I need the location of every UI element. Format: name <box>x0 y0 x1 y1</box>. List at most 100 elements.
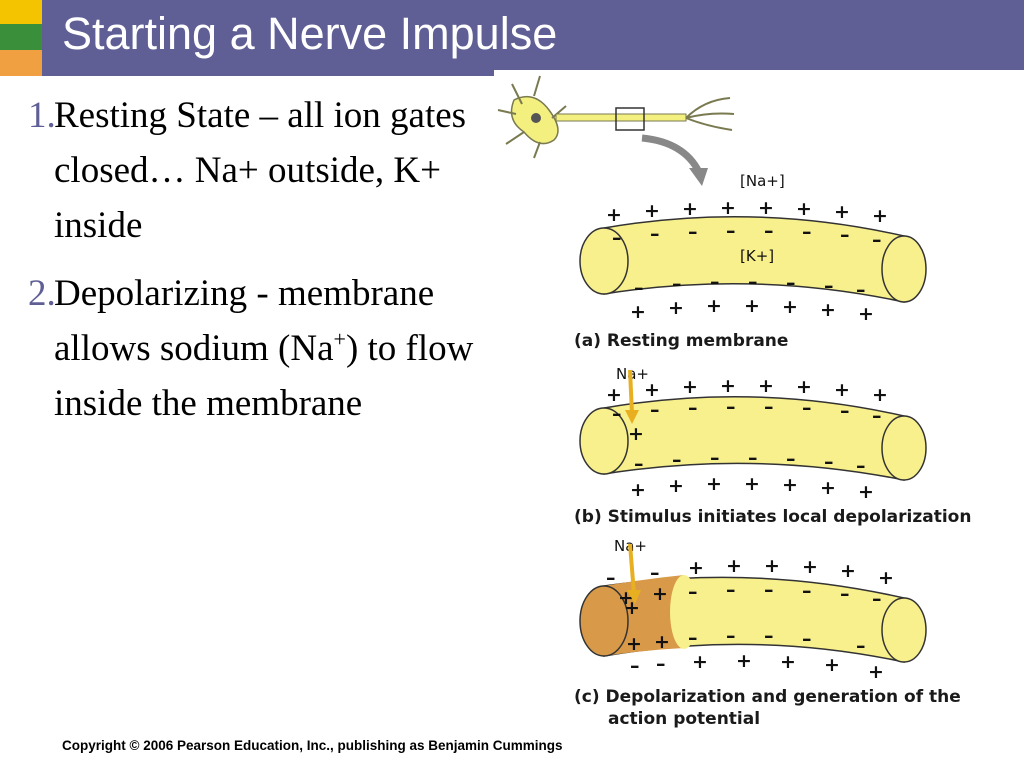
svg-text:+: + <box>834 379 850 401</box>
svg-text:–: – <box>612 403 622 425</box>
svg-text:–: – <box>726 220 736 242</box>
svg-text:+: + <box>624 597 640 619</box>
svg-text:+: + <box>630 479 646 501</box>
svg-text:+: + <box>834 201 850 223</box>
svg-text:–: – <box>748 271 758 293</box>
svg-text:+: + <box>878 567 894 589</box>
svg-text:–: – <box>786 448 796 470</box>
svg-text:–: – <box>650 399 660 421</box>
bullet-text: Resting State – all ion gates closed… Na… <box>54 95 467 246</box>
caption-b: (b) Stimulus initiates local depolarizat… <box>574 507 971 527</box>
svg-text:+: + <box>840 560 856 582</box>
svg-text:+: + <box>692 651 708 673</box>
outside-na-label: [Na+] <box>740 172 785 190</box>
svg-text:+: + <box>626 633 642 655</box>
caption-c-line2: action potential <box>608 709 760 729</box>
caption-a: (a) Resting membrane <box>574 331 788 351</box>
svg-text:–: – <box>710 271 720 293</box>
svg-text:–: – <box>786 272 796 294</box>
svg-text:–: – <box>630 655 640 677</box>
svg-text:–: – <box>802 580 812 602</box>
svg-text:+: + <box>872 384 888 406</box>
svg-text:–: – <box>856 279 866 301</box>
svg-text:+: + <box>824 654 840 676</box>
svg-text:+: + <box>868 661 884 683</box>
svg-text:–: – <box>634 277 644 299</box>
svg-text:+: + <box>668 475 684 497</box>
svg-text:+: + <box>644 200 660 222</box>
panel-a-resting: [Na+] ++++++++ –––––––– [K+] ––––––– +++… <box>574 172 927 351</box>
svg-text:+: + <box>796 198 812 220</box>
svg-text:+: + <box>706 295 722 317</box>
svg-text:–: – <box>802 628 812 650</box>
na-ion-label-b: Na+ <box>616 365 649 383</box>
svg-text:–: – <box>650 562 660 584</box>
svg-text:–: – <box>688 581 698 603</box>
slide-title: Starting a Nerve Impulse <box>62 8 558 59</box>
svg-text:–: – <box>710 447 720 469</box>
bullet-text-end: ) to flow inside the membrane <box>54 328 474 424</box>
bullet-item-1: 1. Resting State – all ion gates closed…… <box>28 88 488 253</box>
svg-text:+: + <box>630 301 646 323</box>
svg-text:+: + <box>682 198 698 220</box>
bullet-item-2: 2. Depolarizing - membrane allows sodium… <box>28 266 488 431</box>
svg-text:+: + <box>654 631 670 653</box>
svg-text:–: – <box>840 224 850 246</box>
svg-text:–: – <box>824 451 834 473</box>
svg-text:–: – <box>688 627 698 649</box>
svg-text:+: + <box>802 556 818 578</box>
svg-text:+: + <box>780 651 796 673</box>
svg-text:+: + <box>606 384 622 406</box>
bullet-number: 2. <box>28 273 56 314</box>
svg-text:+: + <box>606 204 622 226</box>
svg-text:–: – <box>872 588 882 610</box>
svg-text:+: + <box>720 197 736 219</box>
svg-text:+: + <box>820 299 836 321</box>
svg-text:–: – <box>802 397 812 419</box>
svg-text:+: + <box>628 423 644 445</box>
svg-text:+: + <box>758 197 774 219</box>
svg-text:+: + <box>720 375 736 397</box>
svg-text:–: – <box>656 653 666 675</box>
svg-text:+: + <box>736 650 752 672</box>
svg-text:+: + <box>758 375 774 397</box>
svg-text:+: + <box>782 474 798 496</box>
panel-b-stimulus: Na+ ++++++++ –––––––– + ––––––– +++++++ … <box>574 365 971 527</box>
svg-text:+: + <box>744 295 760 317</box>
svg-text:+: + <box>858 303 874 325</box>
svg-text:–: – <box>764 220 774 242</box>
bullet-text-start: Depolarizing - membrane allows sodium (N… <box>54 273 435 369</box>
svg-text:+: + <box>668 297 684 319</box>
title-bar <box>0 0 1024 76</box>
svg-text:–: – <box>688 397 698 419</box>
svg-text:+: + <box>796 376 812 398</box>
neuron-illustration <box>497 75 735 186</box>
svg-text:–: – <box>606 567 616 589</box>
svg-text:+: + <box>726 555 742 577</box>
svg-text:–: – <box>726 396 736 418</box>
svg-text:–: – <box>612 227 622 249</box>
svg-text:–: – <box>672 273 682 295</box>
svg-text:–: – <box>726 579 736 601</box>
svg-text:–: – <box>764 625 774 647</box>
svg-text:+: + <box>744 473 760 495</box>
accent-strip-yellow <box>0 0 42 24</box>
accent-strip-green <box>0 24 42 50</box>
bullet-list: 1. Resting State – all ion gates closed…… <box>28 88 488 444</box>
svg-text:+: + <box>682 376 698 398</box>
svg-text:–: – <box>634 453 644 475</box>
svg-text:–: – <box>840 400 850 422</box>
superscript-plus: + <box>333 326 346 352</box>
svg-text:–: – <box>726 625 736 647</box>
svg-text:+: + <box>764 555 780 577</box>
panel-c-action-potential: Na+ ––++++++ ++ –––––– ++ ––––– + ––++++… <box>574 537 961 729</box>
nerve-impulse-diagram: [Na+] + + + + + + + + – – – – – – – – [K+] – – – – – – – + + +… <box>497 75 971 729</box>
svg-text:–: – <box>872 405 882 427</box>
svg-text:–: – <box>764 396 774 418</box>
svg-text:–: – <box>672 449 682 471</box>
inside-k-label: [K+] <box>740 247 774 265</box>
svg-text:+: + <box>858 481 874 503</box>
svg-text:+: + <box>782 296 798 318</box>
caption-c-line1: (c) Depolarization and generation of the <box>574 687 961 707</box>
svg-text:–: – <box>840 583 850 605</box>
